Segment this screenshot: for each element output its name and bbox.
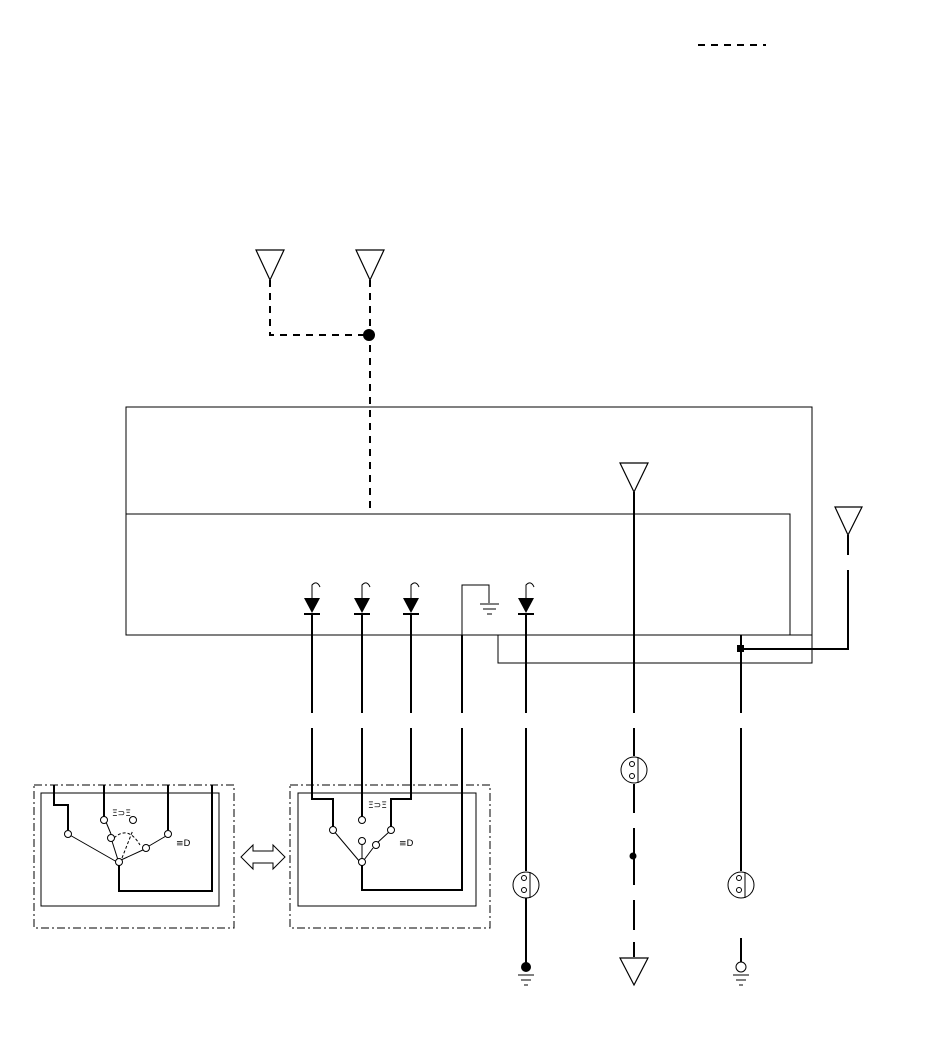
switch-a-outer xyxy=(33,784,235,929)
wire-1-lower xyxy=(311,728,334,830)
wire-6-junction xyxy=(629,852,637,860)
connector-icon-1 xyxy=(512,871,540,899)
control-unit-inner xyxy=(125,513,791,636)
wire-far-right-lower xyxy=(741,570,849,650)
connector-icon-2 xyxy=(620,756,648,784)
internal-ground-icon xyxy=(461,584,499,635)
ground-icon-left xyxy=(518,962,534,986)
diode-1 xyxy=(304,582,321,615)
switch-a-inner xyxy=(40,792,220,907)
power-source-triangle-left xyxy=(255,249,285,282)
diode-3 xyxy=(403,582,420,615)
diode-4 xyxy=(518,582,535,615)
power-source-triangle-bottom xyxy=(619,957,649,987)
switch-b-outer xyxy=(289,784,491,929)
switch-a: Ξ⊃Ξ ≡D xyxy=(33,784,235,929)
switch-b-inner xyxy=(297,792,477,907)
wire-3-lower xyxy=(390,728,412,830)
diode-2 xyxy=(354,582,371,615)
splice-junction xyxy=(363,329,375,341)
switch-b-lamp-icon-1: Ξ⊃Ξ xyxy=(368,801,387,811)
switch-a-lamp-icon-2: ≡D xyxy=(176,839,191,849)
ground-icon-right xyxy=(733,961,749,986)
power-source-triangle-center xyxy=(355,249,385,282)
power-source-triangle-far-right xyxy=(834,506,863,537)
switch-a-lamp-icon-1: Ξ⊃Ξ xyxy=(112,809,131,819)
wire-4-lower xyxy=(361,728,463,891)
switch-b-lamp-icon-2: ≡D xyxy=(399,839,414,849)
double-arrow-icon xyxy=(240,843,286,871)
switch-b: Ξ⊃Ξ ≡D xyxy=(289,784,491,929)
connector-icon-3 xyxy=(727,871,755,899)
dashed-wire-left xyxy=(269,280,370,336)
power-source-triangle-right-upper xyxy=(619,462,649,494)
control-unit-outer xyxy=(125,406,813,636)
